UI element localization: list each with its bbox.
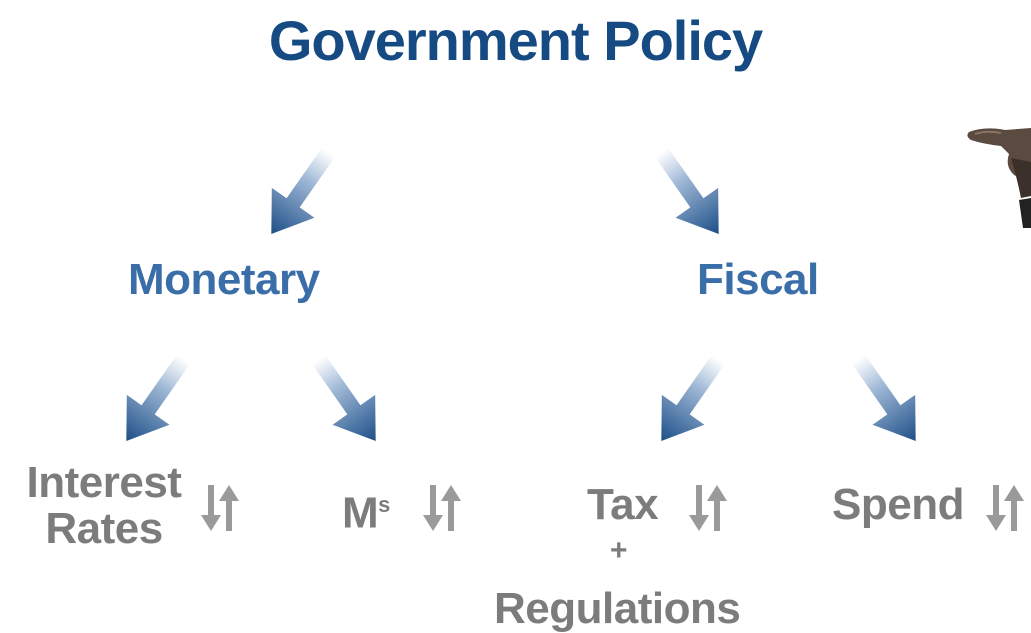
up-down-arrows-icon — [986, 485, 1024, 531]
regulations-label: Regulations — [494, 584, 741, 633]
down-right-arrow-icon — [837, 344, 937, 456]
interest-rates-label: Interest Rates — [26, 458, 182, 553]
up-down-arrows-icon — [201, 485, 239, 531]
spend-label: Spend — [832, 480, 964, 529]
tax-label: Tax — [587, 480, 659, 529]
down-right-arrow-icon — [297, 344, 397, 456]
up-down-arrows-icon — [423, 485, 461, 531]
down-right-arrow-icon — [640, 137, 740, 249]
down-left-arrow-icon — [250, 137, 350, 249]
plus-sign: + — [610, 534, 628, 567]
money-supply-label: Ms — [342, 488, 390, 538]
down-left-arrow-icon — [640, 344, 740, 456]
up-down-arrows-icon — [689, 485, 727, 531]
pointing-hand-icon — [967, 128, 1031, 228]
fiscal-label: Fiscal — [697, 255, 819, 304]
monetary-label: Monetary — [128, 255, 320, 304]
down-left-arrow-icon — [105, 344, 205, 456]
page-title: Government Policy — [268, 9, 763, 72]
